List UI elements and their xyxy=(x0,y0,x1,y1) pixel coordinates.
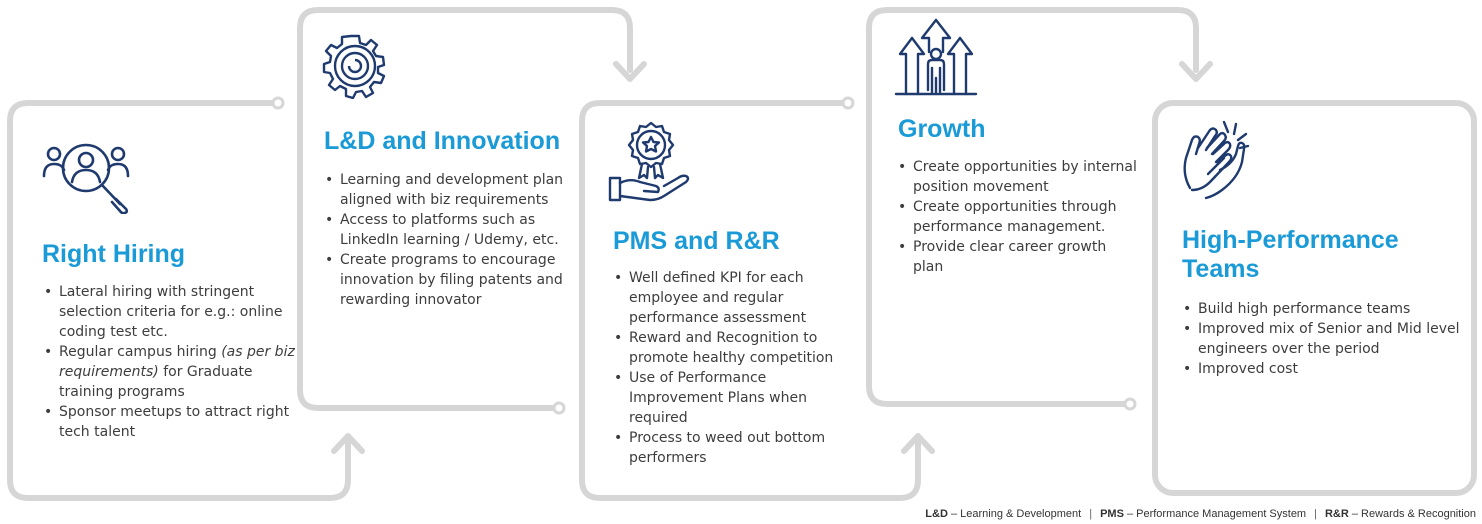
bullet-item: Improved mix of Senior and Mid level eng… xyxy=(1183,319,1468,359)
bullet-item: Well defined KPI for each employee and r… xyxy=(614,268,854,328)
card-outline-ld xyxy=(297,7,633,411)
card-outline-pms xyxy=(579,100,921,501)
connector-dot-4 xyxy=(1123,397,1137,411)
bullet-item: Regular campus hiring (as per biz requir… xyxy=(44,342,304,402)
abbr-pms-desc: – Performance Management System xyxy=(1123,508,1307,520)
card-outline-right-hiring xyxy=(7,100,351,501)
clapping-hands-icon xyxy=(1183,120,1250,200)
connector-dot-2 xyxy=(552,401,566,415)
bullet-item: Lateral hiring with stringent selection … xyxy=(44,282,304,342)
separator: | xyxy=(1089,508,1093,520)
abbr-ld: L&D xyxy=(925,508,948,520)
connector-dot-3 xyxy=(841,96,855,110)
card-outline-growth xyxy=(866,7,1199,407)
stage-title: High-Performance Teams xyxy=(1182,226,1399,283)
bullet-item: Create opportunities through performance… xyxy=(898,197,1138,237)
arrow-down-2 xyxy=(613,61,647,82)
bullet-item: Use of Performance Improvement Plans whe… xyxy=(614,368,854,428)
bullet-item: Build high performance teams xyxy=(1183,299,1468,319)
gear-target-icon xyxy=(322,34,386,99)
bullet-item: Reward and Recognition to promote health… xyxy=(614,328,854,368)
bullet-item: Sponsor meetups to attract right tech ta… xyxy=(44,402,304,442)
abbr-pms: PMS xyxy=(1100,508,1124,520)
bullet-item: Access to platforms such as LinkedIn lea… xyxy=(325,210,575,250)
abbr-rr-desc: – Rewards & Recognition xyxy=(1348,508,1476,520)
stage-bullets: Well defined KPI for each employee and r… xyxy=(614,268,854,468)
arrow-up-1 xyxy=(331,433,365,454)
stage-title: PMS and R&R xyxy=(613,227,780,255)
stage-bullets: Create opportunities by internal positio… xyxy=(898,157,1138,277)
stage-title: Growth xyxy=(898,115,986,143)
abbreviations-legend: L&D – Learning & Development | PMS – Perfo… xyxy=(925,508,1476,520)
bullet-item: Process to weed out bottom performers xyxy=(614,428,854,468)
bullet-item: Improved cost xyxy=(1183,359,1468,379)
stage-bullets: Learning and development plan aligned wi… xyxy=(325,170,575,310)
bullet-item: Provide clear career growth plan xyxy=(898,237,1138,277)
bullet-item: Learning and development plan aligned wi… xyxy=(325,170,575,210)
stage-bullets: Build high performance teams Improved mi… xyxy=(1183,299,1468,379)
stage-title: Right Hiring xyxy=(42,240,186,268)
search-people-icon xyxy=(42,143,130,214)
arrow-down-4 xyxy=(1179,61,1213,82)
bullet-item: Create programs to encourage innovation … xyxy=(325,250,575,310)
bullet-item: Create opportunities by internal positio… xyxy=(898,157,1138,197)
arrow-up-3 xyxy=(901,433,935,454)
connector-dot-1 xyxy=(271,96,285,110)
separator: | xyxy=(1314,508,1317,520)
stage-title: L&D and Innovation xyxy=(324,127,561,155)
growth-person-arrows-icon xyxy=(894,18,978,96)
abbr-ld-desc: – Learning & Development xyxy=(947,508,1082,520)
award-hand-icon xyxy=(608,121,690,202)
abbr-rr: R&R xyxy=(1324,508,1349,520)
card-outline-hpt xyxy=(1152,100,1477,496)
stage-bullets: Lateral hiring with stringent selection … xyxy=(44,282,304,442)
